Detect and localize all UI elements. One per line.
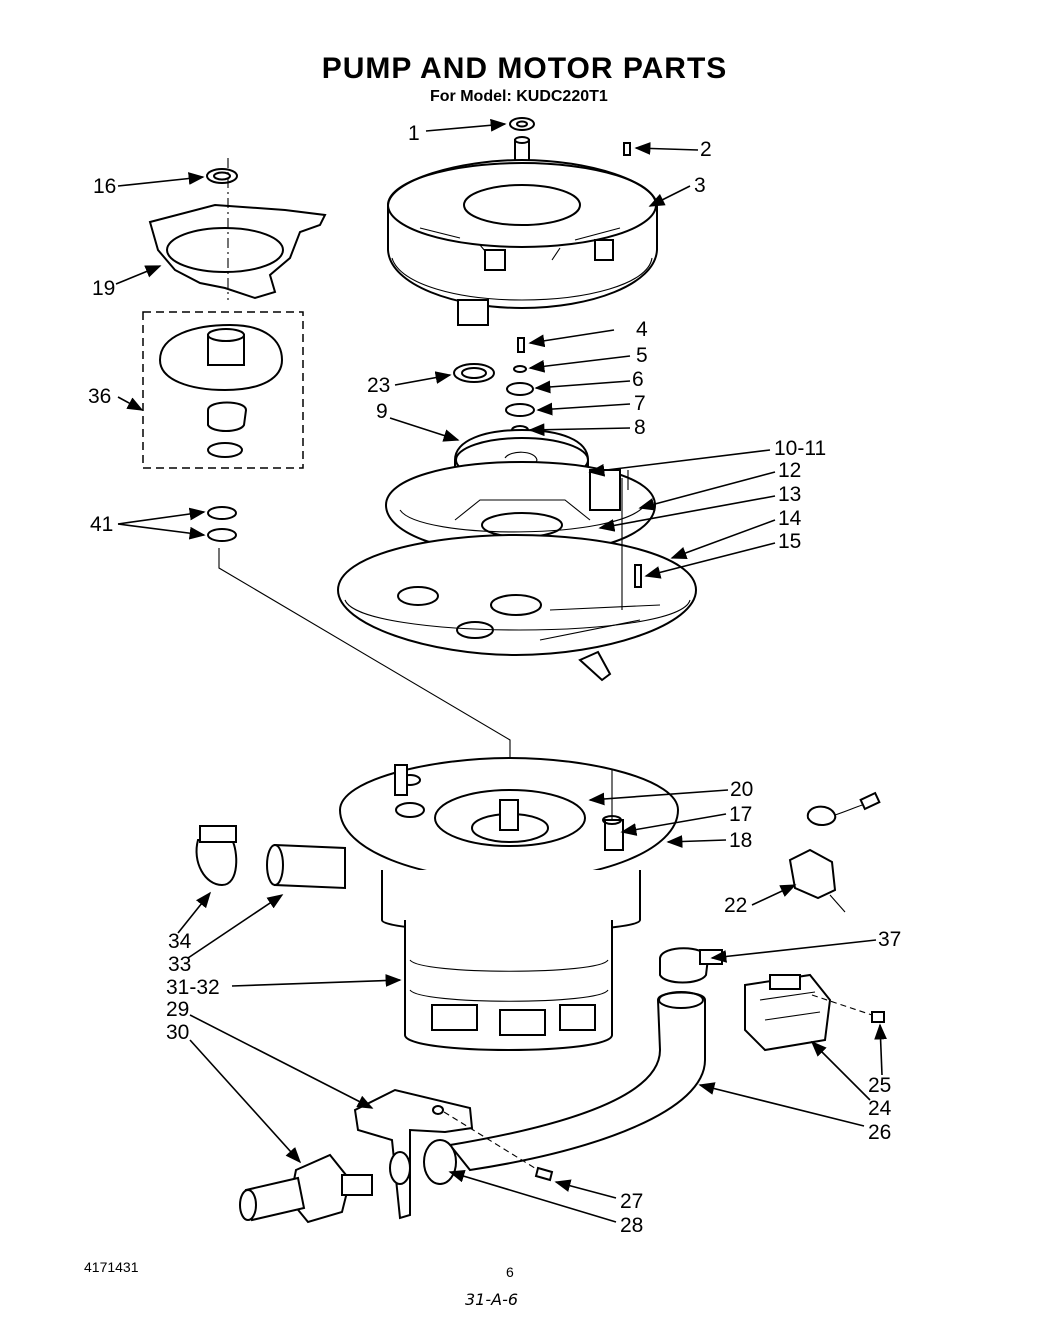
page-title: PUMP AND MOTOR PARTS <box>321 52 728 85</box>
handwritten-note: 31-A-6 <box>465 1290 519 1309</box>
callout-26: 26 <box>868 1121 891 1144</box>
callout-30: 30 <box>166 1021 189 1044</box>
callout-8: 8 <box>634 416 646 439</box>
callout-20: 20 <box>730 778 753 801</box>
fill-valve-assembly <box>239 1088 554 1224</box>
right-components <box>448 791 885 1172</box>
callout-leaders <box>115 118 887 1223</box>
callout-13: 13 <box>778 483 801 506</box>
callout-1: 1 <box>408 122 420 145</box>
callout-23: 23 <box>367 374 390 397</box>
callout-19: 19 <box>92 277 115 300</box>
callout-6: 6 <box>632 368 644 391</box>
callout-29: 29 <box>166 998 189 1021</box>
callout-10-11: 10-11 <box>774 437 826 460</box>
callout-5: 5 <box>636 344 648 367</box>
callout-17: 17 <box>729 803 752 826</box>
callout-24: 24 <box>868 1097 892 1120</box>
callout-34: 34 <box>168 930 192 953</box>
callout-16: 16 <box>93 175 116 198</box>
callout-31-32: 31-32 <box>166 976 220 999</box>
callout-2: 2 <box>700 138 712 161</box>
callout-22: 22 <box>724 894 747 917</box>
lower-pump-plate <box>336 470 698 682</box>
callout-3: 3 <box>694 174 706 197</box>
document-number: 4171431 <box>84 1259 139 1275</box>
callout-9: 9 <box>376 400 388 423</box>
callout-4: 4 <box>636 318 648 341</box>
callout-37: 37 <box>878 928 901 951</box>
callout-36: 36 <box>88 385 111 408</box>
callout-7: 7 <box>634 392 646 415</box>
model-subtitle: For Model: KUDC220T1 <box>430 88 608 105</box>
callout-14: 14 <box>778 507 802 530</box>
left-seal-assembly <box>142 158 511 800</box>
page-number: 6 <box>506 1264 514 1280</box>
callout-33: 33 <box>168 953 191 976</box>
callout-15: 15 <box>778 530 801 553</box>
callout-18: 18 <box>729 829 752 852</box>
seal-and-washers <box>453 337 535 435</box>
pump-housing-assembly <box>195 756 680 1051</box>
motor-top-assembly <box>387 117 658 326</box>
callout-27: 27 <box>620 1190 643 1213</box>
callout-labels: 1 2 3 4 5 6 7 8 9 10-11 12 13 14 15 16 1… <box>88 122 901 1237</box>
callout-28: 28 <box>620 1214 643 1237</box>
callout-25: 25 <box>868 1074 891 1097</box>
callout-41: 41 <box>90 513 113 536</box>
callout-12: 12 <box>778 459 801 482</box>
